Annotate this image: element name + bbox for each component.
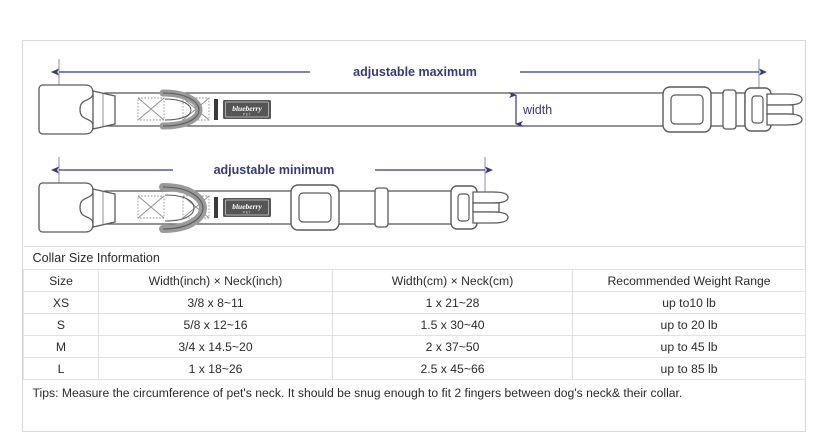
buckle-prong [766, 93, 803, 106]
table-row: S 5/8 x 12~16 1.5 x 30~40 up to 20 lb [23, 313, 807, 336]
cell-inch: 3/8 x 8~11 [98, 291, 333, 314]
header-weight: Recommended Weight Range [571, 269, 807, 292]
table-title-row: Collar Size Information [23, 246, 806, 270]
header-inch: Width(inch) × Neck(inch) [98, 269, 333, 292]
cell-size: L [23, 357, 99, 380]
buckle-prong [472, 211, 509, 224]
collar-end-plate [38, 182, 94, 233]
buckle-prong [766, 104, 794, 115]
collar-size-table: Collar Size Information Size Width(inch)… [23, 246, 807, 405]
cell-size: S [23, 313, 99, 336]
cell-cm: 1.5 x 30~40 [332, 313, 573, 336]
keeper-loop [374, 187, 389, 228]
table-tips-row: Tips: Measure the circumference of pet's… [23, 379, 806, 405]
table-row: XS 3/8 x 8~11 1 x 21~28 up to10 lb [23, 291, 807, 314]
cell-inch: 1 x 18~26 [98, 357, 333, 380]
cell-cm: 1 x 21~28 [332, 291, 573, 314]
cell-weight: up to 45 lb [571, 335, 807, 358]
cell-size: M [23, 335, 99, 358]
width-label: width [522, 103, 552, 117]
brand-name: blueberry [232, 104, 262, 113]
cell-inch: 5/8 x 12~16 [98, 313, 333, 336]
adjustable-maximum-label: adjustable maximum [353, 65, 477, 79]
brand-name: blueberry [232, 202, 262, 211]
collar-min-group: adjustable minimum blueberry PET [38, 157, 509, 233]
header-size: Size [23, 269, 99, 292]
header-cm: Width(cm) × Neck(cm) [332, 269, 573, 292]
cell-weight: up to 85 lb [571, 357, 807, 380]
collar-max-group: adjustable maximum blueberry PET wid [38, 59, 803, 135]
cell-inch: 3/4 x 14.5~20 [98, 335, 333, 358]
table-row: M 3/4 x 14.5~20 2 x 37~50 up to 45 lb [23, 335, 807, 358]
cell-cm: 2 x 37~50 [332, 335, 573, 358]
collar-diagram: adjustable maximum blueberry PET wid [23, 41, 805, 241]
size-chart-frame: adjustable maximum blueberry PET wid [22, 40, 807, 432]
size-table-wrap: Collar Size Information Size Width(inch)… [23, 246, 807, 405]
cell-cm: 2.5 x 45~66 [332, 357, 573, 380]
table-title: Collar Size Information [23, 246, 806, 270]
table-row: L 1 x 18~26 2.5 x 45~66 up to 85 lb [23, 357, 807, 380]
collar-end-plate [38, 84, 94, 135]
buckle-prong [472, 191, 509, 204]
tips-text: Tips: Measure the circumference of pet's… [23, 379, 806, 405]
buckle-prong [472, 202, 500, 213]
keeper-loop [722, 89, 737, 130]
brand-label [223, 100, 271, 119]
buckle-prong [766, 113, 803, 126]
cell-weight: up to 20 lb [571, 313, 807, 336]
brand-sub: PET [243, 113, 251, 117]
adjustable-minimum-label: adjustable minimum [214, 163, 335, 177]
cell-weight: up to10 lb [571, 291, 807, 314]
brand-label [223, 198, 271, 217]
cell-size: XS [23, 291, 99, 314]
brand-sub: PET [243, 211, 251, 215]
table-header-row: Size Width(inch) × Neck(inch) Width(cm) … [23, 269, 807, 292]
